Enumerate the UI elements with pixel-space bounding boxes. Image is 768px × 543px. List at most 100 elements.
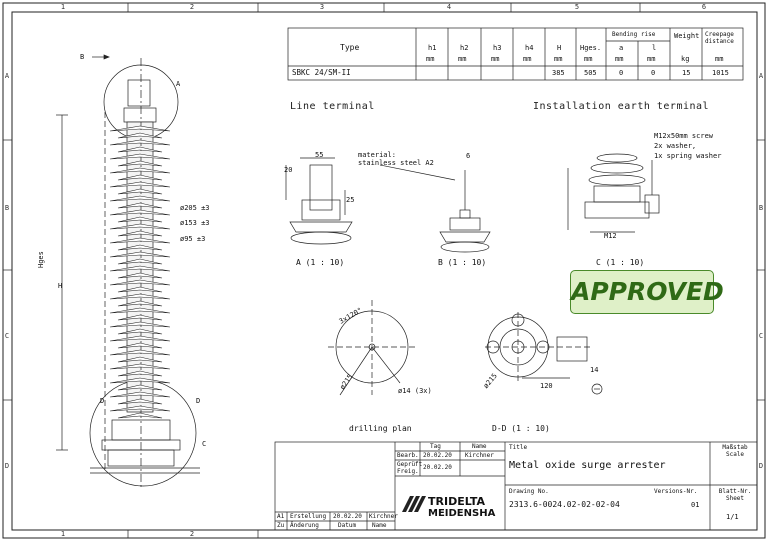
insulator-shed — [109, 335, 171, 342]
spec-table-grid — [287, 27, 744, 81]
spec-header-weight: Weight — [674, 32, 700, 40]
material-value: stainless steel A2 — [358, 159, 434, 167]
insulator-shed — [117, 300, 163, 307]
spec-header-h1: h1 — [428, 44, 437, 52]
earth-terminal-view-c — [567, 153, 660, 233]
spec-header-type: Type — [340, 43, 360, 52]
zone-col-2: 2 — [189, 3, 195, 11]
zone-col-2-bottom: 2 — [189, 530, 195, 538]
zone-col-4: 4 — [446, 3, 452, 11]
insulator-shed — [109, 153, 171, 160]
tb-drawing-label: Drawing No. — [509, 488, 549, 495]
spec-unit-l: mm — [647, 55, 656, 63]
zone-row-a-right: A — [758, 72, 764, 80]
insulator-shed — [109, 405, 171, 412]
insulator-shed — [117, 314, 163, 321]
dim-25: 25 — [346, 196, 355, 204]
spec-unit-h1: mm — [426, 55, 435, 63]
spec-type-value: SBKC 24/SM-II — [292, 68, 351, 77]
insulator-shed — [117, 230, 163, 237]
diameter-95: ø95 ±3 — [180, 235, 206, 243]
spec-l-value: 0 — [651, 69, 656, 77]
insulator-shed — [109, 167, 171, 174]
tb-sheet-value: 1/1 — [726, 513, 739, 521]
section-marker-d-right: D — [196, 397, 201, 405]
zone-row-d-right: D — [758, 462, 764, 470]
dim-h-label: H — [58, 282, 63, 290]
tb-rev-name: Kirchner — [369, 513, 398, 520]
spec-header-h2: h2 — [460, 44, 469, 52]
spec-header-a: a — [619, 44, 624, 52]
spec-header-hges: Hges. — [580, 44, 602, 52]
zone-row-a: A — [4, 72, 10, 80]
spec-hges-value: 505 — [584, 69, 597, 77]
insulator-shed — [109, 139, 171, 146]
insulator-shed — [109, 209, 171, 216]
logo-meidensha: MEIDENSHA — [428, 508, 496, 519]
drilling-holes: ø14 (3x) — [398, 387, 432, 395]
insulator-shed — [117, 342, 163, 349]
zone-row-c: C — [4, 332, 10, 340]
insulator-shed — [117, 370, 163, 377]
insulator-shed — [117, 174, 163, 181]
insulator-shed — [109, 293, 171, 300]
insulator-shed — [117, 188, 163, 195]
tb-name-header: Name — [472, 443, 487, 450]
spec-h-value: 385 — [552, 69, 565, 77]
zone-col-1: 1 — [60, 3, 66, 11]
tb-rev-zu: Zu — [277, 522, 285, 529]
tb-rev-aenderung: Änderung — [290, 522, 319, 529]
drilling-plan-drawing — [328, 300, 418, 396]
tb-rev-date: 20.02.20 — [333, 513, 362, 520]
tb-rev-name-header: Name — [372, 522, 387, 529]
section-marker-b: B — [80, 53, 85, 61]
insulator-shed — [117, 160, 163, 167]
insulator-shed — [117, 272, 163, 279]
detail-marker-a: A — [176, 80, 181, 88]
diameter-153: ø153 ±3 — [180, 219, 210, 227]
insulator-shed — [117, 202, 163, 209]
spec-header-bending: Bending rise — [612, 31, 656, 38]
view-d-dim-14: 14 — [590, 366, 599, 374]
zone-row-c-right: C — [758, 332, 764, 340]
drilling-plan-caption: drilling plan — [349, 424, 412, 433]
washer-note: 2x washer, — [654, 142, 697, 150]
tb-bearb-name: Kirchner — [465, 452, 494, 459]
spec-header-h4: h4 — [525, 44, 534, 52]
spec-unit-weight: kg — [681, 55, 690, 63]
tb-tag-header: Tag — [430, 443, 441, 450]
view-b-caption: B (1 : 10) — [438, 258, 487, 267]
zone-col-3: 3 — [319, 3, 325, 11]
tb-bearb-label: Bearb. — [397, 452, 419, 459]
view-c-caption: C (1 : 10) — [596, 258, 645, 267]
spec-unit-creepage: mm — [715, 55, 724, 63]
dim-20: 20 — [284, 166, 293, 174]
spec-a-value: 0 — [619, 69, 624, 77]
insulator-shed — [117, 244, 163, 251]
tb-rev-erstellung: Erstellung — [290, 513, 327, 520]
view-d-dim-120: 120 — [540, 382, 553, 390]
tb-title-label: Title — [509, 444, 528, 451]
dim-m12: M12 — [604, 232, 617, 240]
line-terminal-view-b — [379, 164, 491, 253]
dim-6: 6 — [466, 152, 471, 160]
insulator-shed — [109, 377, 171, 384]
insulator-shed — [109, 251, 171, 258]
insulator-shed — [109, 181, 171, 188]
tb-scale-label: Maßstab Scale — [722, 444, 748, 458]
zone-col-6: 6 — [701, 3, 707, 11]
insulator-shed — [109, 391, 171, 398]
insulator-shed — [109, 237, 171, 244]
detail-marker-c: C — [202, 440, 207, 448]
insulator-shed — [117, 356, 163, 363]
spec-unit-h: mm — [554, 55, 563, 63]
insulator-shed — [117, 398, 163, 405]
zone-row-b-right: B — [758, 204, 764, 212]
insulator-shed — [109, 265, 171, 272]
spec-header-l: l — [652, 44, 657, 52]
approved-stamp: APPROVED — [570, 270, 724, 314]
tb-rev-a1: A1 — [277, 513, 285, 520]
line-terminal-view-a — [285, 157, 353, 245]
